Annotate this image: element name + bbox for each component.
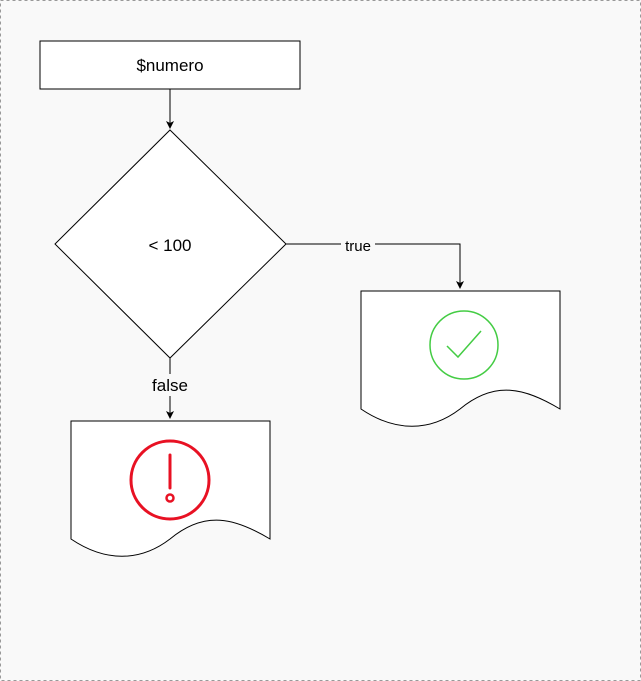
check-circle-icon <box>429 310 499 380</box>
true-edge-label: true <box>345 238 371 255</box>
true-label-bg <box>341 236 375 254</box>
alert-circle-icon <box>129 439 211 521</box>
edge-true: true <box>286 236 464 289</box>
true-result-document[interactable] <box>360 290 561 427</box>
false-label-bg <box>146 374 194 396</box>
start-node-label: $numero <box>136 56 203 75</box>
decision-node-label: < 100 <box>148 236 191 255</box>
decision-node[interactable]: < 100 <box>54 129 287 359</box>
start-node[interactable]: $numero <box>39 40 301 90</box>
false-result-document[interactable] <box>70 420 271 557</box>
false-edge-label: false <box>152 376 188 395</box>
edge-false: false <box>146 358 194 419</box>
